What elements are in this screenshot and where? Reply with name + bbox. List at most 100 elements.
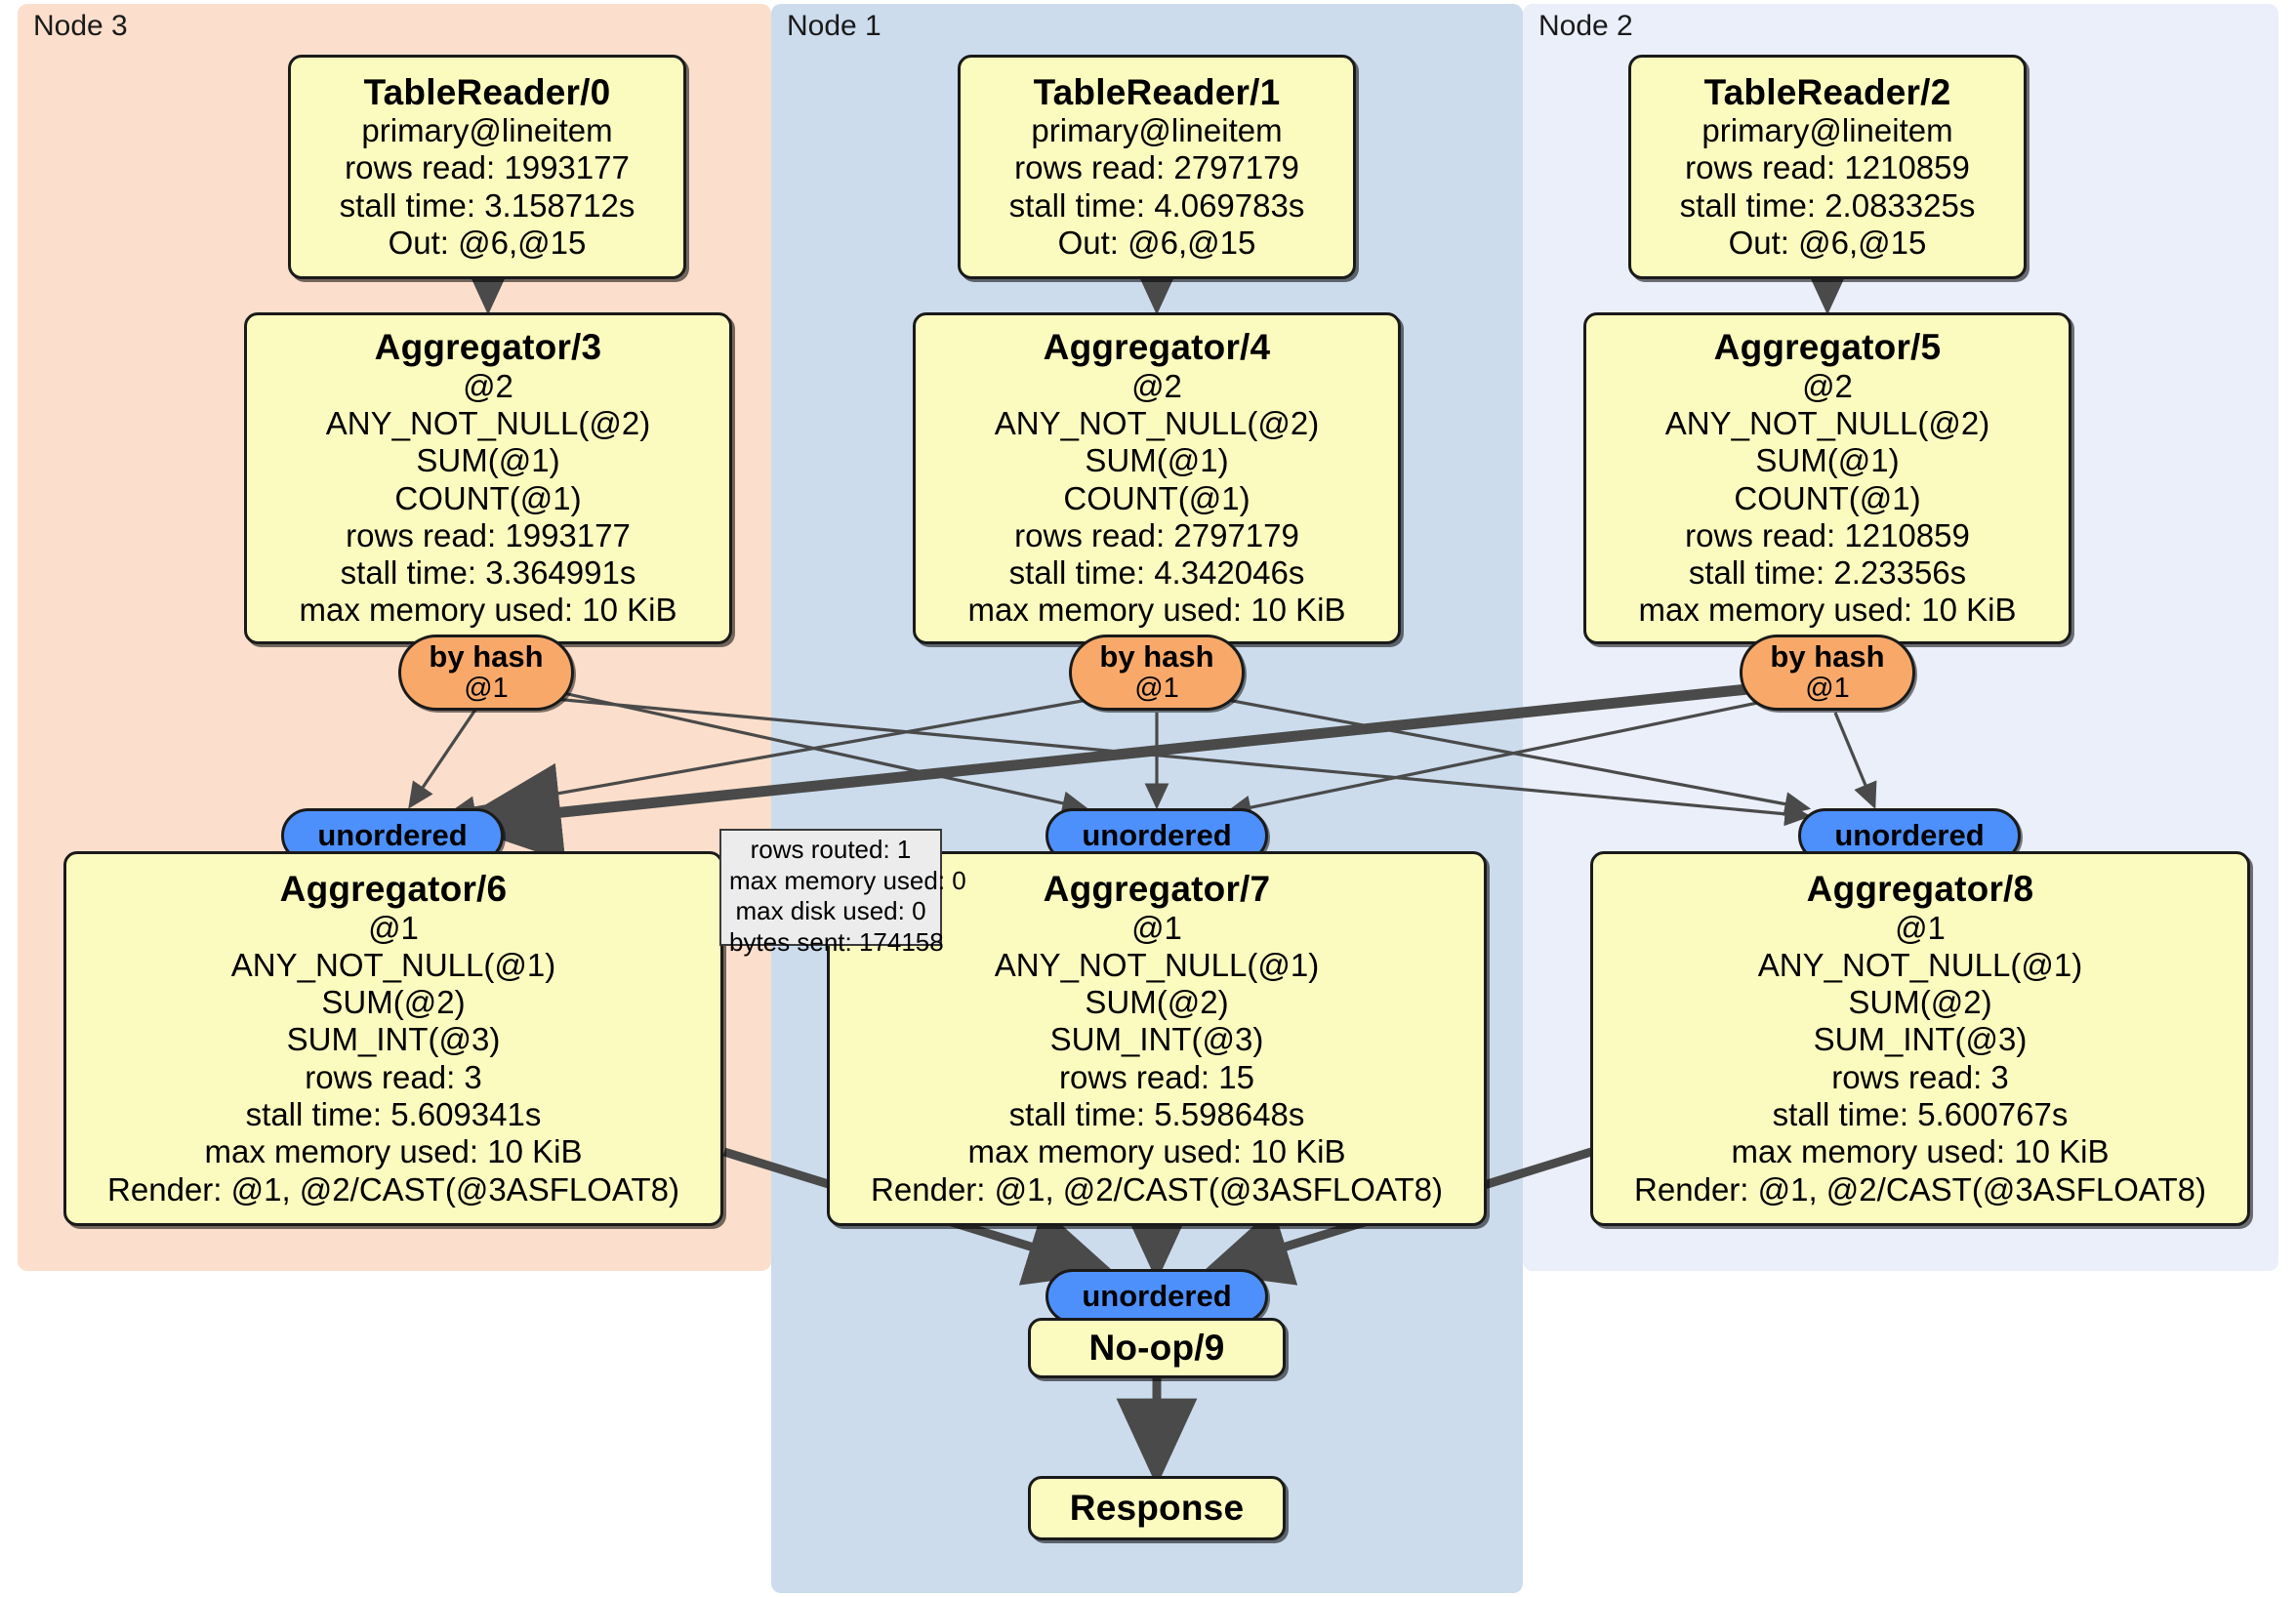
node-detail-stall: stall time: 3.364991s bbox=[340, 554, 636, 592]
node-detail-rows: rows read: 3 bbox=[1831, 1058, 2009, 1095]
node-detail-stall: stall time: 4.342046s bbox=[1008, 554, 1305, 592]
node-tablereader-2[interactable]: TableReader/2 primary@lineitem rows read… bbox=[1628, 55, 2027, 279]
node-detail-render: Render: @1, @2/CAST(@3ASFLOAT8) bbox=[871, 1170, 1443, 1208]
tooltip-rows-routed: rows routed: 1 bbox=[750, 835, 912, 864]
node-detail-agg3: SUM_INT(@3) bbox=[286, 1021, 501, 1058]
node-detail-groupcol: @1 bbox=[1895, 909, 1946, 946]
node-detail-memory: max memory used: 10 KiB bbox=[1731, 1133, 2110, 1170]
node-detail-agg2: SUM(@1) bbox=[1755, 442, 1900, 479]
node-detail-rows: rows read: 2797179 bbox=[1014, 516, 1299, 553]
node-detail-memory: max memory used: 10 KiB bbox=[1638, 592, 2017, 629]
node-detail-out: Out: @6,@15 bbox=[1728, 224, 1927, 261]
node-detail-stall: stall time: 5.598648s bbox=[1008, 1095, 1305, 1132]
node-aggregator-3[interactable]: Aggregator/3 @2 ANY_NOT_NULL(@2) SUM(@1)… bbox=[244, 312, 732, 644]
node-detail-table: primary@lineitem bbox=[1031, 112, 1283, 149]
edge-hashR-unordM bbox=[1224, 699, 1768, 820]
node-detail-rows: rows read: 1210859 bbox=[1685, 149, 1970, 186]
node-detail-agg3: SUM_INT(@3) bbox=[1813, 1021, 2028, 1058]
node-tablereader-0[interactable]: TableReader/0 primary@lineitem rows read… bbox=[288, 55, 686, 279]
node-title: Aggregator/4 bbox=[1043, 327, 1271, 368]
node-detail-agg1: ANY_NOT_NULL(@1) bbox=[994, 946, 1320, 983]
node-detail-agg3: SUM_INT(@3) bbox=[1049, 1021, 1264, 1058]
router-by-hash-node-3[interactable]: by hash @1 bbox=[398, 635, 574, 711]
node-detail-out: Out: @6,@15 bbox=[1057, 224, 1256, 261]
node-detail-table: primary@lineitem bbox=[361, 112, 613, 149]
node-detail-table: primary@lineitem bbox=[1702, 112, 1953, 149]
node-detail-rows: rows read: 1993177 bbox=[346, 516, 631, 553]
router-by-hash-node-1[interactable]: by hash @1 bbox=[1069, 635, 1245, 711]
node-detail-agg2: SUM(@1) bbox=[1085, 442, 1229, 479]
node-title: Aggregator/3 bbox=[374, 327, 602, 368]
router-title: by hash bbox=[1770, 639, 1885, 674]
node-detail-agg2: SUM(@2) bbox=[1085, 984, 1229, 1021]
edge-hashL-unordM bbox=[554, 689, 1089, 816]
node-detail-agg3: COUNT(@1) bbox=[1734, 479, 1921, 516]
node-detail-memory: max memory used: 10 KiB bbox=[967, 592, 1346, 629]
node-detail-groupcol: @1 bbox=[368, 909, 419, 946]
node-detail-stall: stall time: 5.600767s bbox=[1772, 1095, 2069, 1132]
node-title: Response bbox=[1069, 1488, 1245, 1529]
cluster-label-node-2: Node 2 bbox=[1538, 10, 1633, 42]
edge-hashL-unordL bbox=[408, 709, 477, 809]
node-title: Aggregator/7 bbox=[1043, 869, 1271, 910]
synchronizer-unordered-final[interactable]: unordered bbox=[1046, 1269, 1268, 1324]
router-by-hash-node-2[interactable]: by hash @1 bbox=[1740, 635, 1915, 711]
node-detail-agg1: ANY_NOT_NULL(@1) bbox=[230, 946, 556, 983]
node-tablereader-1[interactable]: TableReader/1 primary@lineitem rows read… bbox=[958, 55, 1356, 279]
node-detail-rows: rows read: 1993177 bbox=[345, 149, 630, 186]
cluster-label-node-3: Node 3 bbox=[33, 10, 128, 42]
node-aggregator-6[interactable]: Aggregator/6 @1 ANY_NOT_NULL(@1) SUM(@2)… bbox=[63, 851, 723, 1226]
node-detail-render: Render: @1, @2/CAST(@3ASFLOAT8) bbox=[1634, 1170, 2206, 1208]
node-title: TableReader/2 bbox=[1703, 71, 1951, 112]
node-title: TableReader/0 bbox=[363, 71, 611, 112]
node-aggregator-8[interactable]: Aggregator/8 @1 ANY_NOT_NULL(@1) SUM(@2)… bbox=[1590, 851, 2250, 1226]
node-title: Aggregator/5 bbox=[1713, 327, 1942, 368]
node-detail-agg3: COUNT(@1) bbox=[394, 479, 582, 516]
node-aggregator-5[interactable]: Aggregator/5 @2 ANY_NOT_NULL(@2) SUM(@1)… bbox=[1583, 312, 2071, 644]
node-detail-agg2: SUM(@1) bbox=[416, 442, 560, 479]
node-title: No-op/9 bbox=[1088, 1328, 1225, 1369]
node-detail-memory: max memory used: 10 KiB bbox=[204, 1133, 583, 1170]
node-detail-agg1: ANY_NOT_NULL(@2) bbox=[994, 405, 1320, 442]
node-detail-out: Out: @6,@15 bbox=[388, 224, 587, 261]
node-detail-agg2: SUM(@2) bbox=[1848, 984, 1992, 1021]
router-column: @1 bbox=[464, 673, 509, 705]
edge-hashR-unordR bbox=[1833, 712, 1877, 809]
node-detail-groupcol: @2 bbox=[463, 367, 513, 404]
node-detail-memory: max memory used: 10 KiB bbox=[299, 592, 677, 629]
node-detail-render: Render: @1, @2/CAST(@3ASFLOAT8) bbox=[107, 1170, 679, 1208]
node-response[interactable]: Response bbox=[1028, 1476, 1286, 1540]
node-detail-memory: max memory used: 10 KiB bbox=[967, 1133, 1346, 1170]
node-detail-stall: stall time: 2.083325s bbox=[1679, 186, 1976, 224]
node-aggregator-4[interactable]: Aggregator/4 @2 ANY_NOT_NULL(@2) SUM(@1)… bbox=[913, 312, 1401, 644]
node-detail-rows: rows read: 3 bbox=[305, 1058, 482, 1095]
node-detail-groupcol: @2 bbox=[1802, 367, 1853, 404]
synchronizer-label: unordered bbox=[317, 817, 468, 852]
node-detail-rows: rows read: 15 bbox=[1059, 1058, 1254, 1095]
router-title: by hash bbox=[429, 639, 544, 674]
tooltip-max-memory: max memory used: 0 bbox=[729, 865, 966, 895]
node-title: TableReader/1 bbox=[1033, 71, 1281, 112]
node-title: Aggregator/6 bbox=[279, 869, 508, 910]
node-detail-agg1: ANY_NOT_NULL(@2) bbox=[1664, 405, 1990, 442]
node-detail-stall: stall time: 2.23356s bbox=[1688, 554, 1967, 592]
node-detail-agg1: ANY_NOT_NULL(@2) bbox=[325, 405, 651, 442]
node-detail-rows: rows read: 1210859 bbox=[1685, 516, 1970, 553]
router-stats-tooltip: rows routed: 1 max memory used: 0 max di… bbox=[719, 829, 966, 957]
node-noop-9[interactable]: No-op/9 bbox=[1028, 1318, 1286, 1378]
edge-hashR-unordL bbox=[453, 681, 1768, 862]
node-detail-stall: stall time: 3.158712s bbox=[339, 186, 636, 224]
node-detail-groupcol: @2 bbox=[1131, 367, 1182, 404]
router-column: @1 bbox=[1134, 673, 1179, 705]
router-column: @1 bbox=[1805, 673, 1850, 705]
node-detail-stall: stall time: 4.069783s bbox=[1008, 186, 1305, 224]
edge-hashL-unordR bbox=[554, 697, 1812, 827]
node-detail-agg2: SUM(@2) bbox=[321, 984, 466, 1021]
node-title: Aggregator/8 bbox=[1806, 869, 2034, 910]
synchronizer-label: unordered bbox=[1834, 817, 1985, 852]
node-detail-agg3: COUNT(@1) bbox=[1063, 479, 1250, 516]
node-detail-rows: rows read: 2797179 bbox=[1014, 149, 1299, 186]
cluster-label-node-1: Node 1 bbox=[787, 10, 882, 42]
node-detail-agg1: ANY_NOT_NULL(@1) bbox=[1757, 946, 2083, 983]
